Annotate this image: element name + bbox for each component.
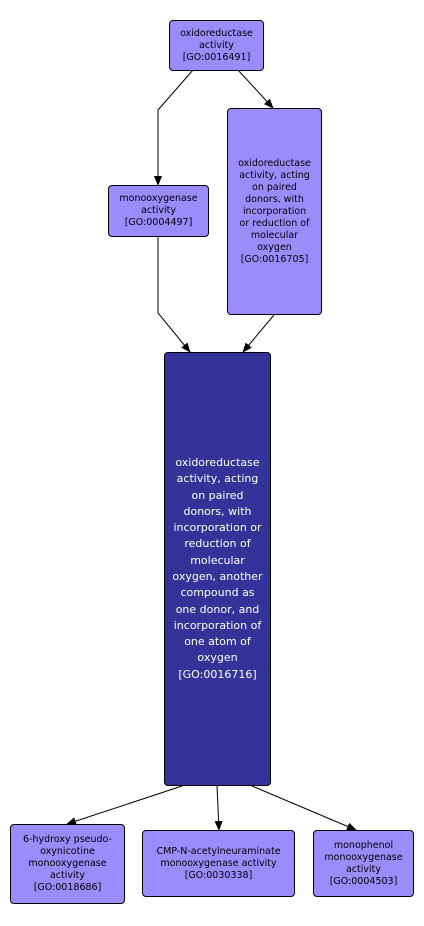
go-node-monophenol[interactable]: monophenol monooxygenase activity [GO:00… <box>313 830 414 897</box>
edge-oxidoreductase-to-paired-donors <box>237 69 274 109</box>
node-go-id: [GO:0030338] <box>184 869 253 881</box>
node-go-id: [GO:0018686] <box>33 882 102 893</box>
node-go-id: [GO:0016716] <box>178 667 257 681</box>
go-node-monooxygenase[interactable]: monooxygenase activity [GO:0004497] <box>108 185 209 237</box>
node-name: 6-hydroxy pseudo-oxynicotine monooxygena… <box>23 834 112 881</box>
go-node-focus[interactable]: oxidoreductase activity, acting on paire… <box>164 352 271 786</box>
node-go-id: [GO:0004497] <box>124 217 193 228</box>
go-node-hydroxy[interactable]: 6-hydroxy pseudo-oxynicotine monooxygena… <box>10 824 125 904</box>
go-node-paired-donors[interactable]: oxidoreductase activity, acting on paire… <box>227 108 322 315</box>
node-name: oxidoreductase activity, acting on paire… <box>172 455 263 665</box>
go-node-oxidoreductase[interactable]: oxidoreductase activity [GO:0016491] <box>169 20 264 71</box>
edge-focus-to-cmp <box>214 785 223 831</box>
edge-paired-donors-to-focus <box>242 314 275 353</box>
node-go-id: [GO:0016705] <box>240 253 309 265</box>
node-name: oxidoreductase activity <box>180 27 253 51</box>
edge-oxidoreductase-to-monooxygenase <box>154 69 194 186</box>
edge-focus-to-hydroxy <box>66 785 183 825</box>
edge-focus-to-monophenol <box>251 785 357 831</box>
node-name: monooxygenase activity <box>119 193 198 216</box>
node-go-id: [GO:0016491] <box>182 51 251 63</box>
go-node-cmp[interactable]: CMP-N-acetylneuraminate monooxygenase ac… <box>142 830 295 897</box>
edge-monooxygenase-to-focus <box>157 237 191 353</box>
node-name: CMP-N-acetylneuraminate monooxygenase ac… <box>156 845 281 869</box>
node-name: monophenol monooxygenase activity <box>324 839 403 875</box>
node-go-id: [GO:0004503] <box>329 875 398 887</box>
node-name: oxidoreductase activity, acting on paire… <box>238 157 311 253</box>
